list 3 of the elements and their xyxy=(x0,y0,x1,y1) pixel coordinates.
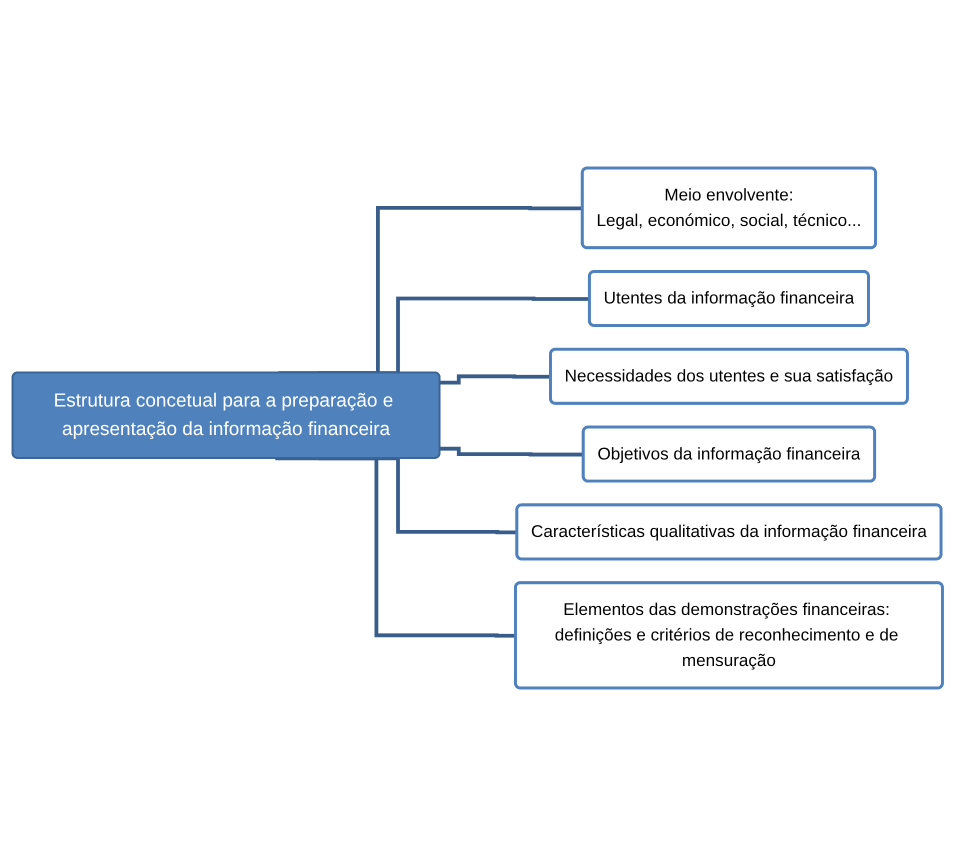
connector xyxy=(440,446,584,456)
connector xyxy=(275,456,516,638)
connector xyxy=(440,374,551,385)
